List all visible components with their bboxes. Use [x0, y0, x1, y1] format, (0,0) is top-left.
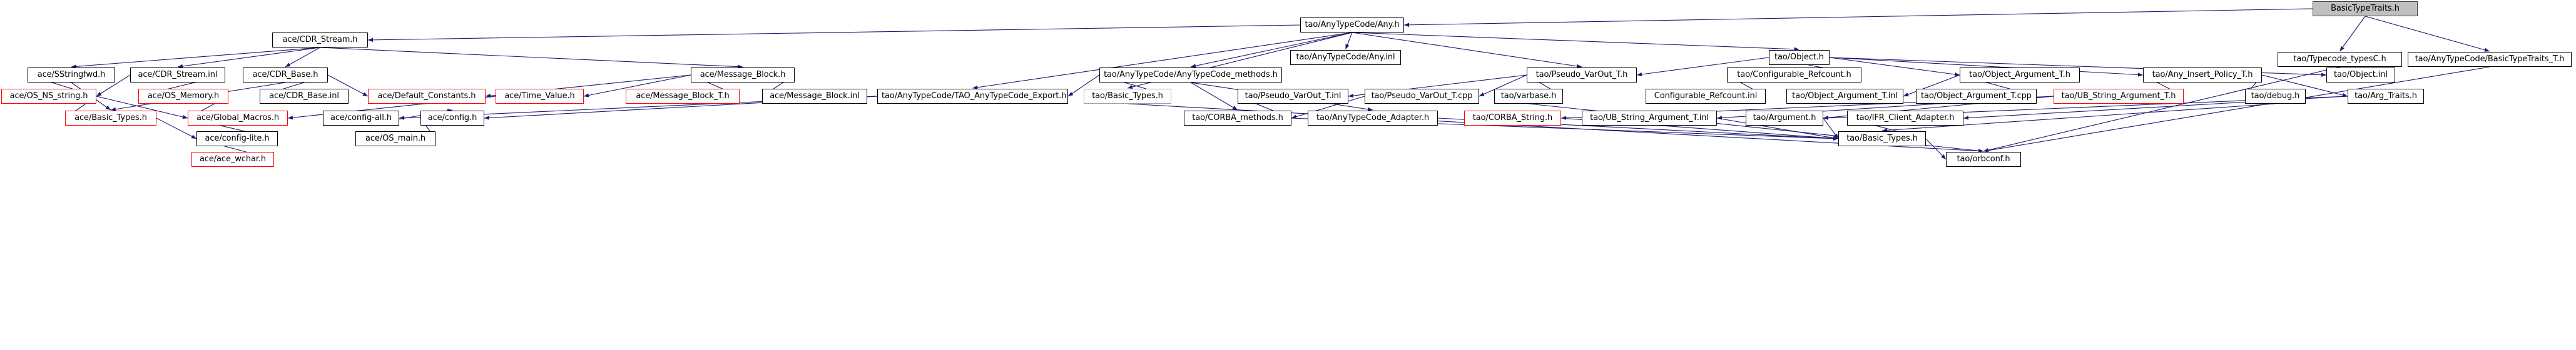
- graph-node-tao-basic-types-h[interactable]: tao/Basic_Types.h: [1084, 89, 1171, 104]
- graph-node-tao-pseudo-varout-t-h[interactable]: tao/Pseudo_VarOut_T.h: [1527, 68, 1637, 82]
- graph-node-tao-object-inl[interactable]: tao/Object.inl: [2326, 68, 2395, 82]
- graph-edge: [367, 24, 1301, 42]
- graph-edge: [285, 47, 320, 68]
- graph-node-tao-pseudo-varout-t-cpp[interactable]: tao/Pseudo_VarOut_T.cpp: [1365, 89, 1479, 104]
- graph-edge: [1190, 82, 1238, 111]
- graph-node-ace-cdr-base-h[interactable]: ace/CDR_Base.h: [243, 68, 328, 82]
- graph-node-ace-cdr-stream-inl[interactable]: ace/CDR_Stream.inl: [130, 68, 225, 82]
- graph-node-ace-ace-wchar-h[interactable]: ace/ace_wchar.h: [191, 152, 274, 167]
- graph-node-tao-corba-methods-h[interactable]: tao/CORBA_methods.h: [1184, 111, 1291, 126]
- graph-node-tao-ub-string-argument-t-h[interactable]: tao/UB_String_Argument_T.h: [2054, 89, 2184, 104]
- graph-node-ace-config-all-h[interactable]: ace/config-all.h: [323, 111, 399, 126]
- graph-node-ace-message-block-t-h[interactable]: ace/Message_Block_T.h: [626, 89, 740, 104]
- graph-node-tao-typecode-typesc-h[interactable]: tao/Typecode_typesC.h: [2278, 52, 2402, 67]
- graph-node-ace-basic-types-h[interactable]: ace/Basic_Types.h: [65, 111, 156, 126]
- graph-node-tao-object-argument-t-h[interactable]: tao/Object_Argument_T.h: [1960, 68, 2080, 82]
- graph-node-ace-sstringfwd-h[interactable]: ace/SStringfwd.h: [28, 68, 115, 82]
- graph-node-tao-configurable-refcount-h[interactable]: tao/Configurable_Refcount.h: [1727, 68, 1861, 82]
- graph-node-tao-varbase-h[interactable]: tao/varbase.h: [1494, 89, 1563, 104]
- graph-node-tao-orbconf-h[interactable]: tao/orbconf.h: [1946, 152, 2021, 167]
- graph-node-tao-object-argument-t-inl[interactable]: tao/Object_Argument_T.inl: [1786, 89, 1903, 104]
- graph-node-ace-cdr-base-inl[interactable]: ace/CDR_Base.inl: [260, 89, 349, 104]
- graph-edge: [2339, 16, 2366, 52]
- graph-node-ace-global-macros-h[interactable]: ace/Global_Macros.h: [188, 111, 288, 126]
- graph-edge: [71, 47, 320, 69]
- graph-edge: [1403, 8, 2313, 28]
- graph-edge: [1823, 118, 1839, 139]
- graph-node-ace-config-h[interactable]: ace/config.h: [420, 111, 484, 126]
- graph-node-ace-config-lite-h[interactable]: ace/config-lite.h: [196, 131, 278, 146]
- graph-node-tao-any-insert-policy-t-h[interactable]: tao/Any_Insert_Policy_T.h: [2143, 68, 2262, 82]
- graph-node-tao-corba-string-h[interactable]: tao/CORBA_String.h: [1464, 111, 1561, 126]
- graph-node-ace-message-block-inl[interactable]: ace/Message_Block.inl: [762, 89, 867, 104]
- graph-node-tao-argument-h[interactable]: tao/Argument.h: [1746, 111, 1823, 126]
- graph-edge: [1352, 32, 1800, 51]
- graph-edge: [1925, 138, 1947, 160]
- graph-node-tao-anytypecode-any-h[interactable]: tao/AnyTypeCode/Any.h: [1300, 18, 1404, 32]
- graph-node-tao-debug-h[interactable]: tao/debug.h: [2245, 89, 2306, 104]
- graph-node-ace-os-main-h[interactable]: ace/OS_main.h: [355, 131, 435, 146]
- graph-node-tao-object-argument-t-cpp[interactable]: tao/Object_Argument_T.cpp: [1916, 89, 2037, 104]
- graph-edge: [177, 47, 320, 69]
- graph-node-tao-pseudo-varout-t-inl[interactable]: tao/Pseudo_VarOut_T.inl: [1238, 89, 1348, 104]
- graph-node-basictypetraits-h[interactable]: BasicTypeTraits.h: [2313, 1, 2418, 16]
- graph-node-tao-arg-traits-h[interactable]: tao/Arg_Traits.h: [2348, 89, 2424, 104]
- graph-node-tao-anytypecode-any-inl[interactable]: tao/AnyTypeCode/Any.inl: [1290, 50, 1401, 65]
- graph-edge: [1345, 32, 1353, 50]
- graph-node-tao-object-h[interactable]: tao/Object.h: [1769, 50, 1830, 65]
- graph-node-configurable-refcount-inl[interactable]: Configurable_Refcount.inl: [1646, 89, 1766, 104]
- graph-node-ace-message-block-h[interactable]: ace/Message_Block.h: [691, 68, 795, 82]
- graph-node-tao-anytypecode-anytypecode-methods-h[interactable]: tao/AnyTypeCode/AnyTypeCode_methods.h: [1099, 68, 1282, 82]
- graph-node-ace-default-constants-h[interactable]: ace/Default_Constants.h: [368, 89, 486, 104]
- graph-edge: [320, 47, 743, 69]
- graph-edge: [2365, 16, 2490, 52]
- graph-node-tao-basic-types-h[interactable]: tao/Basic_Types.h: [1838, 131, 1926, 146]
- graph-node-tao-anytypecode-tao-anytypecode-export-h[interactable]: tao/AnyTypeCode/TAO_AnyTypeCode_Export.h: [877, 89, 1068, 104]
- graph-node-ace-cdr-stream-h[interactable]: ace/CDR_Stream.h: [272, 32, 368, 48]
- graph-node-tao-ifr-client-adapter-h[interactable]: tao/IFR_Client_Adapter.h: [1847, 111, 1963, 126]
- graph-node-ace-os-ns-string-h[interactable]: ace/OS_NS_string.h: [1, 89, 96, 104]
- graph-node-tao-ub-string-argument-t-inl[interactable]: tao/UB_String_Argument_T.inl: [1582, 111, 1717, 126]
- graph-node-tao-anytypecode-basictypetraits-t-h[interactable]: tao/AnyTypeCode/BasicTypeTraits_T.h: [2408, 52, 2572, 67]
- graph-node-ace-time-value-h[interactable]: ace/Time_Value.h: [496, 89, 584, 104]
- graph-node-ace-os-memory-h[interactable]: ace/OS_Memory.h: [138, 89, 228, 104]
- graph-node-tao-anytypecode-adapter-h[interactable]: tao/AnyTypeCode_Adapter.h: [1308, 111, 1438, 126]
